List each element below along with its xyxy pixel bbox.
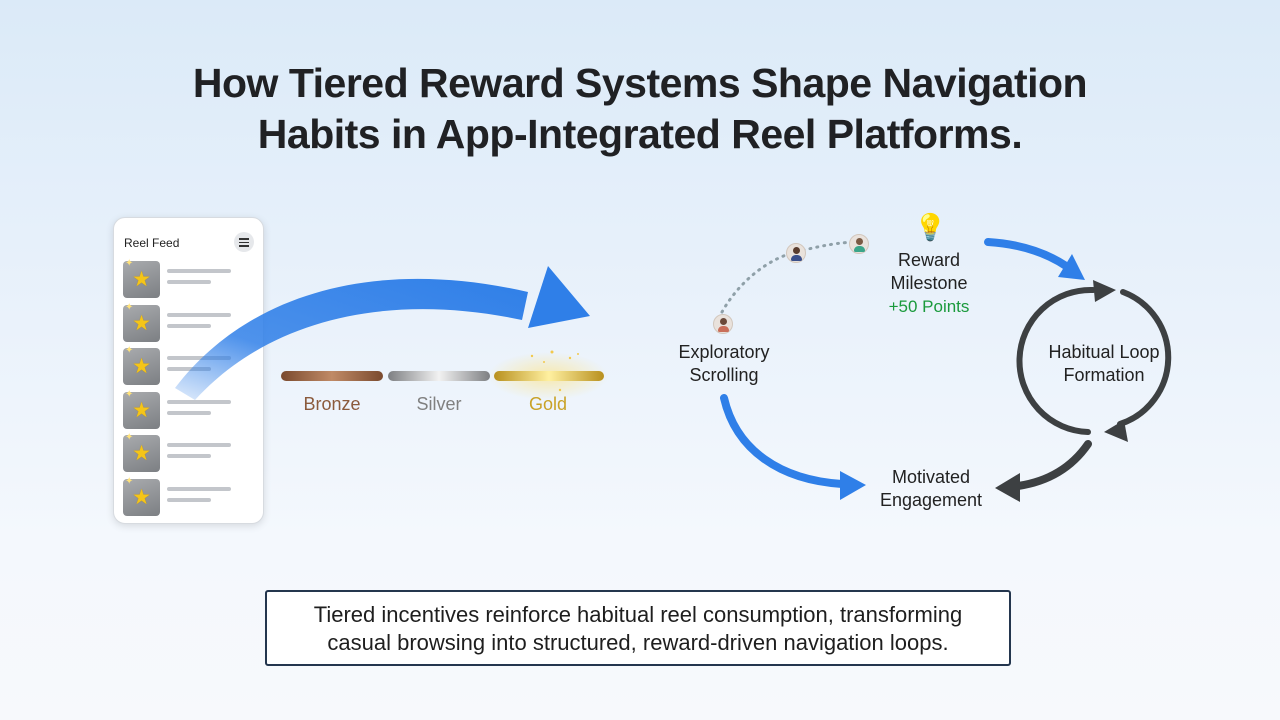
user-avatar-icon bbox=[786, 243, 806, 263]
tier-bar-bronze bbox=[281, 371, 383, 381]
reel-meta-placeholder bbox=[167, 280, 211, 284]
reel-meta-placeholder bbox=[167, 410, 211, 415]
node-reward-milestone: Reward Milestone +50 Points bbox=[870, 249, 988, 318]
reward-to-habit-arrow bbox=[984, 238, 1085, 280]
reel-title-placeholder bbox=[167, 356, 231, 360]
user-avatar-icon bbox=[849, 234, 869, 254]
page-title: How Tiered Reward Systems Shape Navigati… bbox=[0, 58, 1280, 160]
star-icon: ★ bbox=[132, 442, 151, 465]
title-line-2: Habits in App-Integrated Reel Platforms. bbox=[257, 111, 1023, 157]
caption-line-2: casual browsing into structured, reward-… bbox=[327, 630, 949, 655]
tier-bar-gold bbox=[494, 371, 604, 381]
node-habit-line2: Formation bbox=[1063, 365, 1145, 385]
reel-title-placeholder bbox=[167, 399, 231, 404]
reel-meta-placeholder bbox=[167, 497, 211, 502]
reel-thumbnail[interactable]: ★✦ bbox=[123, 475, 160, 516]
star-icon: ★ bbox=[132, 485, 151, 509]
loop-arrowhead-bottom bbox=[1104, 420, 1128, 442]
reel-meta-placeholder bbox=[167, 367, 211, 371]
reward-points-badge: +50 Points bbox=[888, 297, 970, 316]
tier-label-silver: Silver bbox=[416, 394, 462, 414]
caption-box: Tiered incentives reinforce habitual ree… bbox=[265, 590, 1011, 666]
star-icon: ★ bbox=[132, 311, 151, 335]
exploratory-to-motivated-arrow bbox=[720, 394, 866, 500]
reel-title-placeholder bbox=[167, 269, 231, 273]
node-motivated-line2: Engagement bbox=[879, 490, 983, 510]
node-reward-line2: Milestone bbox=[890, 273, 968, 293]
gold-sparkles bbox=[530, 350, 579, 392]
star-icon: ★ bbox=[132, 398, 151, 422]
habit-to-motivated-arrow bbox=[995, 440, 1092, 502]
hamburger-menu-icon[interactable] bbox=[234, 232, 254, 252]
user-avatar-icon bbox=[713, 314, 733, 334]
sparkle-icon: ✦ bbox=[125, 432, 134, 443]
reel-thumbnail[interactable]: ★✦ bbox=[123, 301, 160, 342]
node-exploratory-line2: Scrolling bbox=[689, 365, 759, 385]
node-habit-line1: Habitual Loop bbox=[1048, 342, 1160, 362]
reel-thumbnail[interactable]: ★✦ bbox=[123, 345, 160, 385]
feed-to-tiers-arrow bbox=[175, 266, 590, 400]
exploration-dotted-path bbox=[720, 240, 860, 314]
reel-meta-placeholder bbox=[167, 323, 211, 328]
node-motivated-engagement: Motivated Engagement bbox=[870, 466, 992, 512]
sparkle-icon: ✦ bbox=[125, 475, 134, 487]
star-icon: ★ bbox=[132, 355, 151, 378]
reel-title-placeholder bbox=[167, 443, 231, 447]
tier-label-bronze: Bronze bbox=[303, 394, 361, 414]
reel-feed-phone: Reel Feed ★✦★✦★✦★✦★✦★✦ bbox=[113, 217, 264, 524]
tier-bar-silver bbox=[388, 371, 490, 381]
reel-thumbnail[interactable]: ★✦ bbox=[123, 258, 160, 298]
reel-title-placeholder bbox=[167, 486, 231, 491]
sparkle-icon: ✦ bbox=[125, 258, 134, 269]
node-motivated-line1: Motivated bbox=[891, 467, 971, 487]
star-icon: ★ bbox=[132, 268, 151, 291]
sparkle-icon: ✦ bbox=[125, 345, 134, 356]
node-exploratory-scrolling: Exploratory Scrolling bbox=[660, 341, 788, 387]
node-reward-line1: Reward bbox=[897, 250, 961, 270]
lightbulb-icon: 💡 bbox=[914, 212, 947, 242]
reel-feed-title: Reel Feed bbox=[124, 236, 180, 250]
sparkle-icon: ✦ bbox=[125, 301, 134, 313]
sparkle-icon: ✦ bbox=[125, 388, 134, 400]
node-exploratory-line1: Exploratory bbox=[678, 342, 770, 362]
loop-arrowhead-top bbox=[1093, 280, 1116, 302]
reel-title-placeholder bbox=[167, 312, 231, 317]
caption-line-1: Tiered incentives reinforce habitual ree… bbox=[313, 602, 963, 627]
habit-loop-cycle bbox=[1016, 286, 1172, 435]
title-line-1: How Tiered Reward Systems Shape Navigati… bbox=[192, 60, 1088, 106]
reel-thumbnail[interactable]: ★✦ bbox=[123, 432, 160, 472]
tier-label-gold: Gold bbox=[528, 394, 568, 414]
node-habitual-loop: Habitual Loop Formation bbox=[1036, 341, 1172, 387]
reel-thumbnail[interactable]: ★✦ bbox=[123, 388, 160, 429]
reel-meta-placeholder bbox=[167, 454, 211, 458]
